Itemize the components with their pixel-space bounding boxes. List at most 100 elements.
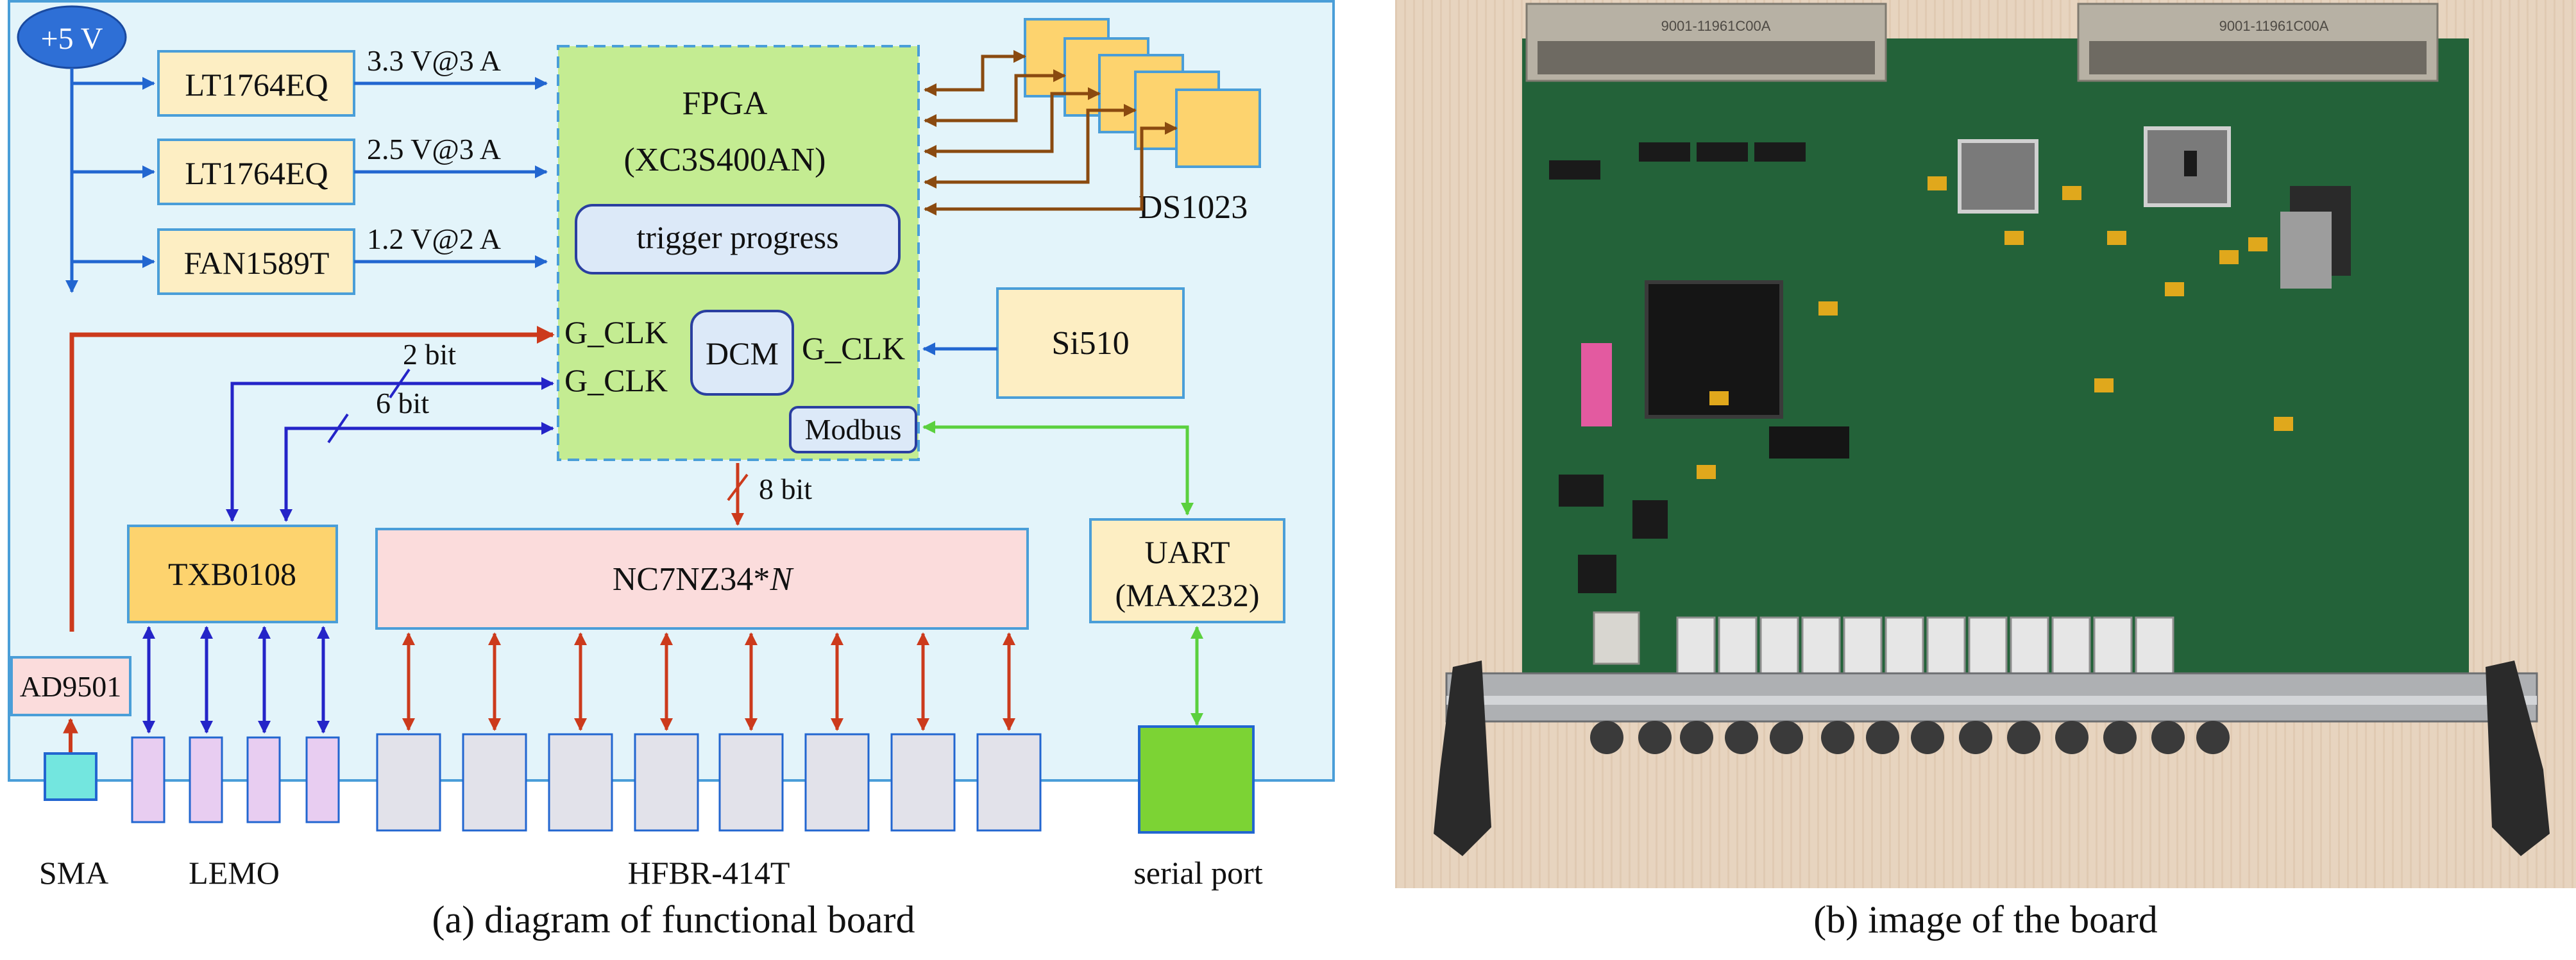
- photo-cap-2: [2062, 186, 2081, 200]
- serial-port-label: serial port: [1133, 855, 1262, 891]
- front-jack-11: [2055, 721, 2089, 754]
- photo-ic-3: [1697, 142, 1748, 162]
- nc7nz34-label: NC7NZ34*N: [613, 561, 795, 598]
- photo-relay-8: [1968, 616, 2008, 680]
- txb0108-label: TXB0108: [168, 556, 296, 592]
- photo-cap-1: [1928, 176, 1947, 190]
- bus-8bit-label: 8 bit: [759, 473, 812, 505]
- front-jack-2: [1638, 721, 1672, 754]
- si510-box: [996, 287, 1185, 399]
- lemo-connector-1: [131, 736, 165, 823]
- photo-ic-8: [2184, 151, 2197, 176]
- hfbr-connector-1: [376, 733, 441, 832]
- bus-2bit-label: 2 bit: [403, 338, 456, 371]
- photo-silkscreen-2: 9001-11961C00A: [2219, 18, 2329, 34]
- ad9501-label: AD9501: [20, 670, 121, 703]
- gclk-input-1: G_CLK: [564, 314, 668, 350]
- regulator-2-name: LT1764EQ: [185, 155, 328, 191]
- photo-regulator-3-tab: [2280, 212, 2332, 289]
- front-panel-strip: [1446, 696, 2537, 705]
- trigger-progress-label: trigger progress: [636, 219, 838, 255]
- photo-relay-7: [1926, 616, 1966, 680]
- ds1023-link-5: [924, 122, 1178, 215]
- photo-relay-11: [2093, 616, 2133, 680]
- hfbr-connector-4: [634, 733, 699, 832]
- regulator-3: FAN1589T: [157, 228, 355, 295]
- photo-silkscreen-1: 9001-11961C00A: [1661, 18, 1771, 34]
- photo-relay-5: [1843, 616, 1883, 680]
- photo-ic-6: [1632, 500, 1668, 539]
- modbus-box: [789, 406, 917, 453]
- front-jack-6: [1821, 721, 1854, 754]
- nc7nz34-suffix: N: [769, 561, 794, 598]
- handle-right: [2486, 661, 2550, 856]
- front-jack-3: [1680, 721, 1713, 754]
- si510-label: Si510: [1051, 325, 1129, 362]
- hfbr-connector-5: [718, 733, 784, 832]
- photo-cap-8: [2274, 417, 2293, 431]
- hfbr-connector-2: [462, 733, 527, 832]
- photo-ic-2: [1639, 142, 1690, 162]
- photo-relay-4: [1801, 616, 1841, 680]
- regulator-1-name: LT1764EQ: [185, 67, 328, 103]
- photo-pin-header: [1769, 426, 1849, 459]
- regulator-1-output: 3.3 V@3 A: [367, 44, 501, 77]
- hfbr-connector-6: [804, 733, 870, 832]
- regulator-3-output: 1.2 V@2 A: [367, 223, 501, 255]
- photo-ic-7: [1578, 555, 1616, 593]
- photo-cap-10: [1818, 301, 1838, 316]
- ad9501-box: [10, 656, 131, 716]
- backplane-connector-right-teeth: [2089, 41, 2427, 74]
- modbus-uart-link: [922, 421, 1194, 516]
- sma-label: SMA: [39, 855, 108, 891]
- sma-connector: [44, 752, 97, 801]
- uart-label-line1: UART: [1144, 534, 1230, 570]
- caption-b: (b) image of the board: [1813, 898, 2158, 941]
- modbus-label: Modbus: [805, 413, 902, 446]
- hfbr-connector-7: [890, 733, 956, 832]
- uart-label-line2: (MAX232): [1115, 577, 1260, 613]
- photo-relay-3: [1759, 616, 1799, 680]
- gclk-input-right: G_CLK: [802, 330, 905, 366]
- front-jack-9: [1959, 721, 1992, 754]
- trigger-progress-box: [575, 204, 901, 274]
- bus-6bit-slash: [327, 413, 349, 444]
- photo-serial-jack: [1593, 611, 1640, 665]
- front-jack-7: [1866, 721, 1899, 754]
- nc7nz34-prefix: NC7NZ34*: [613, 561, 770, 598]
- ad9501-clock-path: [69, 326, 555, 632]
- power-input-label: +5 V: [41, 22, 103, 56]
- front-jack-10: [2007, 721, 2040, 754]
- ds1023-label: DS1023: [1139, 189, 1248, 226]
- bus-2bit-slash: [389, 368, 411, 399]
- front-jack-1: [1590, 721, 1623, 754]
- hfbr-label: HFBR-414T: [628, 855, 790, 891]
- board-photo: 9001-11961C00A 9001-11961C00A: [1395, 0, 2576, 888]
- regulator-2: LT1764EQ: [157, 139, 355, 205]
- photo-relay-2: [1718, 616, 1758, 680]
- front-jack-5: [1770, 721, 1803, 754]
- photo-relay-12: [2135, 616, 2174, 680]
- bus-2bit-line: [226, 377, 554, 522]
- photo-cap-7: [2165, 282, 2184, 296]
- lemo-connector-4: [305, 736, 340, 823]
- bus-8bit-slash: [727, 473, 749, 501]
- fpga-title: FPGA: [682, 85, 768, 122]
- handle-left: [1434, 661, 1491, 856]
- backplane-connector-left-teeth: [1538, 41, 1875, 74]
- front-jack-12: [2103, 721, 2137, 754]
- photo-cap-12: [1709, 391, 1729, 405]
- ds1023-chip-5: [1175, 88, 1261, 168]
- lemo-connector-3: [246, 736, 281, 823]
- photo-dip-switch: [1581, 343, 1612, 426]
- regulator-1: LT1764EQ: [157, 50, 355, 117]
- regulator-3-name: FAN1589T: [184, 245, 330, 281]
- front-jack-13: [2151, 721, 2185, 754]
- regulator-2-output: 2.5 V@3 A: [367, 133, 501, 165]
- photo-relay-9: [2010, 616, 2049, 680]
- photo-ic-5: [1559, 475, 1604, 507]
- serial-port-connector: [1138, 725, 1255, 834]
- board-photo-drawing: 9001-11961C00A 9001-11961C00A: [1434, 3, 2550, 856]
- photo-cap-9: [2094, 378, 2114, 392]
